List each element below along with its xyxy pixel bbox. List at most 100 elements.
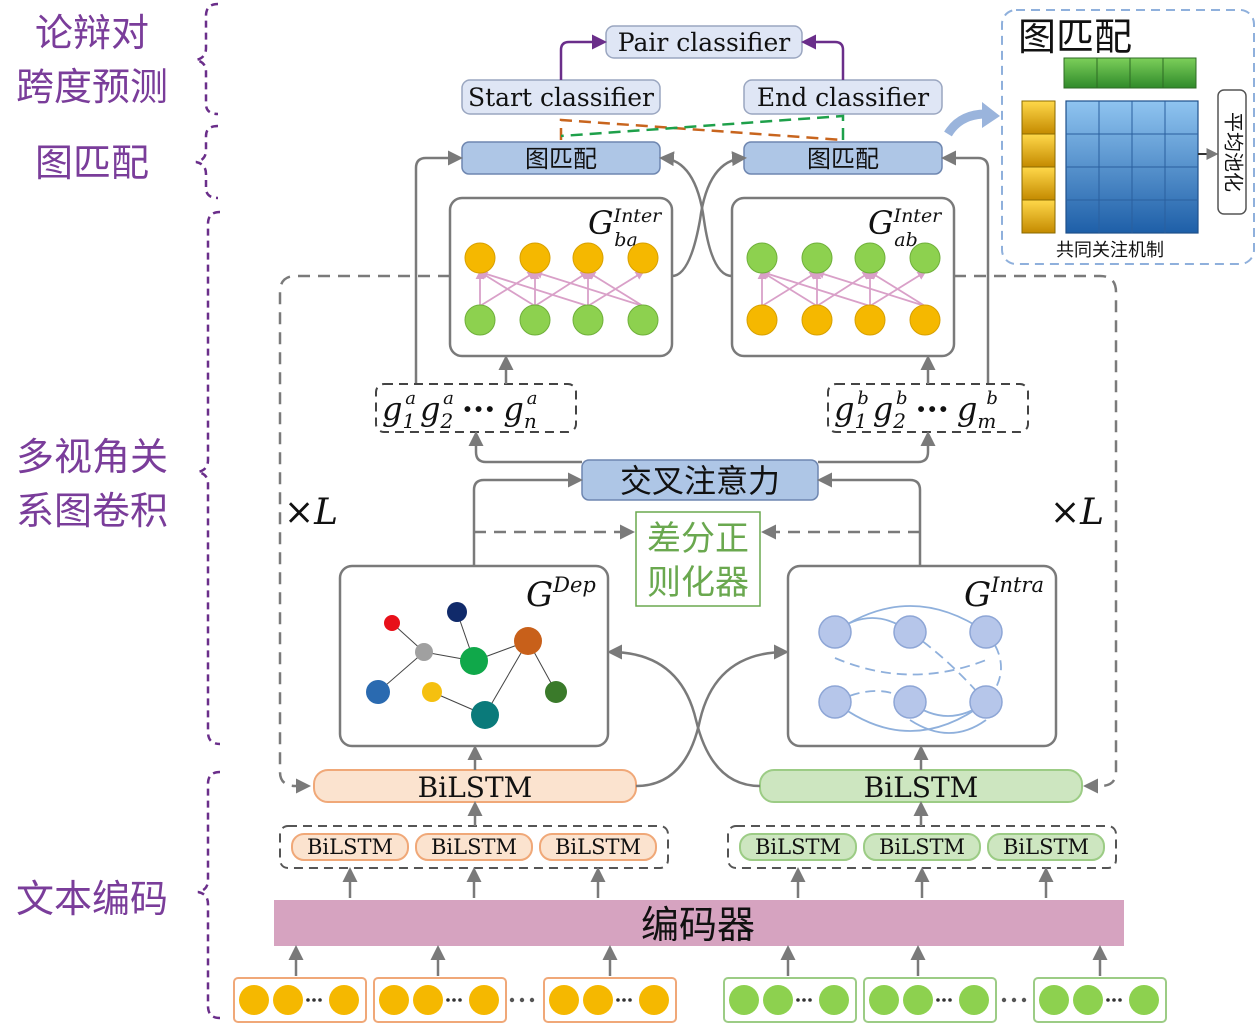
start-to-pair-arrow	[559, 34, 607, 80]
inter-ab-top-node	[854, 242, 886, 274]
token-ellipsis-dot	[948, 998, 952, 1002]
token-ellipsis-dot	[808, 998, 812, 1002]
stage-label-gcn-line1: 多视角关	[16, 435, 168, 479]
dep-to-cross-attn-arrow	[472, 472, 583, 566]
intra-graph-title: GIntra	[964, 573, 1044, 615]
graph-match-right-label: 图匹配	[807, 145, 879, 173]
inter-ab-to-left-match-arrow	[659, 151, 733, 278]
inter-ba-bottom-node	[519, 304, 551, 336]
intra-node	[893, 615, 927, 649]
token-ellipsis-dot	[942, 998, 946, 1002]
intra-graph-nodes	[818, 615, 1003, 719]
bilstm-small	[987, 833, 1105, 861]
inter-ab-top-node	[909, 242, 941, 274]
inter-edge	[760, 269, 871, 307]
inset-orange-vector	[1021, 100, 1056, 234]
dep-node	[460, 647, 488, 675]
dep-graph-nodes	[366, 602, 567, 729]
bilstm-small-label: BiLSTM	[431, 835, 517, 859]
bilstm-small	[739, 833, 857, 861]
inset-pooling-label: 平均池化	[1222, 112, 1246, 192]
group-ellipsis-dot	[1021, 997, 1027, 1003]
group-ellipsis-dot	[519, 997, 525, 1003]
token-node	[639, 985, 669, 1015]
token-ellipsis-dot	[796, 998, 800, 1002]
stage-label-span-line2: 跨度预测	[16, 65, 168, 109]
bilstm-small-label: BiLSTM	[555, 835, 641, 859]
token-node	[1039, 985, 1069, 1015]
group-ellipsis-dot	[1011, 997, 1017, 1003]
token-node	[469, 985, 499, 1015]
token-ellipsis-dot	[1106, 998, 1110, 1002]
dep-node	[384, 615, 400, 631]
bilstm-small-label: BiLSTM	[755, 835, 841, 859]
bilstm-small-label: BiLSTM	[879, 835, 965, 859]
token-ellipsis-dot	[458, 998, 462, 1002]
token-ellipsis-dot	[312, 998, 316, 1002]
token-ellipsis-dot	[802, 998, 806, 1002]
intra-node	[893, 685, 927, 719]
inter-ba-bottom-node	[627, 304, 659, 336]
token-ellipsis-dot	[616, 998, 620, 1002]
dep-node	[366, 680, 390, 704]
diff-regularizer-box	[635, 511, 761, 607]
inter-ba-top-node	[627, 242, 659, 274]
bilstm-main-left-label: BiLSTM	[418, 771, 533, 804]
stage-label-encoding: 文本编码	[16, 877, 168, 921]
inter-ba-bottom-node	[572, 304, 604, 336]
intra-node	[969, 685, 1003, 719]
token-ellipsis-dot	[1112, 998, 1116, 1002]
group-ellipsis-dot	[529, 997, 535, 1003]
token-ellipsis-dot	[446, 998, 450, 1002]
token-node	[329, 985, 359, 1015]
inset-pointer-head	[982, 102, 1000, 128]
diff-regularizer-line1: 差分正	[647, 519, 749, 559]
inter-edge	[760, 271, 818, 307]
token-node	[273, 985, 303, 1015]
start-classifier-label: Start classifier	[468, 83, 654, 112]
bilstm-small	[415, 833, 533, 861]
graph-match-left-label: 图匹配	[525, 145, 597, 173]
stage-label-graph-match: 图匹配	[35, 141, 149, 185]
input-token-groups	[233, 977, 1167, 1023]
token-ellipsis-dot	[936, 998, 940, 1002]
pair-classifier-label: Pair classifier	[618, 28, 791, 57]
dep-node	[415, 643, 433, 661]
token-node	[239, 985, 269, 1015]
token-ellipsis-dot	[318, 998, 322, 1002]
end-classifier-label: End classifier	[757, 83, 929, 112]
inter-ba-top-node	[464, 242, 496, 274]
encoder-label: 编码器	[641, 903, 755, 947]
cross-attention-label: 交叉注意力	[620, 462, 780, 500]
inset-pooling-box	[1217, 89, 1247, 215]
dep-node	[447, 602, 467, 622]
token-node	[903, 985, 933, 1015]
inter-graph-nodes	[464, 242, 941, 336]
inset-matrix-grid	[1066, 101, 1198, 233]
token-node	[729, 985, 759, 1015]
inter-edge	[478, 269, 589, 307]
inset-green-vector	[1063, 57, 1197, 89]
dep-node	[471, 701, 499, 729]
token-ellipsis-dot	[1118, 998, 1122, 1002]
bilstm-main-right-label: BiLSTM	[864, 771, 979, 804]
inset-coattention-label: 共同关注机制	[1056, 240, 1164, 261]
seq-b-to-graph-match-arrow	[941, 150, 990, 384]
token-node	[869, 985, 899, 1015]
bilstm-small	[539, 833, 657, 861]
token-node	[549, 985, 579, 1015]
inter-ba-bottom-node	[464, 304, 496, 336]
inter-edge	[534, 271, 590, 307]
bilstm-small	[863, 833, 981, 861]
group-ellipsis-dot	[509, 997, 515, 1003]
inter-edge	[815, 269, 926, 307]
encoder-output-arrows	[288, 867, 1108, 976]
group-ellipsis-dot	[1001, 997, 1007, 1003]
inter-ba-edges	[475, 269, 645, 307]
cross-attn-to-seq-a-arrow	[468, 431, 582, 464]
encoder-bar	[274, 900, 1124, 946]
inter-edge	[586, 271, 644, 307]
seq-a-to-graph-match-arrow	[414, 150, 463, 384]
bilstm-small	[291, 833, 409, 861]
